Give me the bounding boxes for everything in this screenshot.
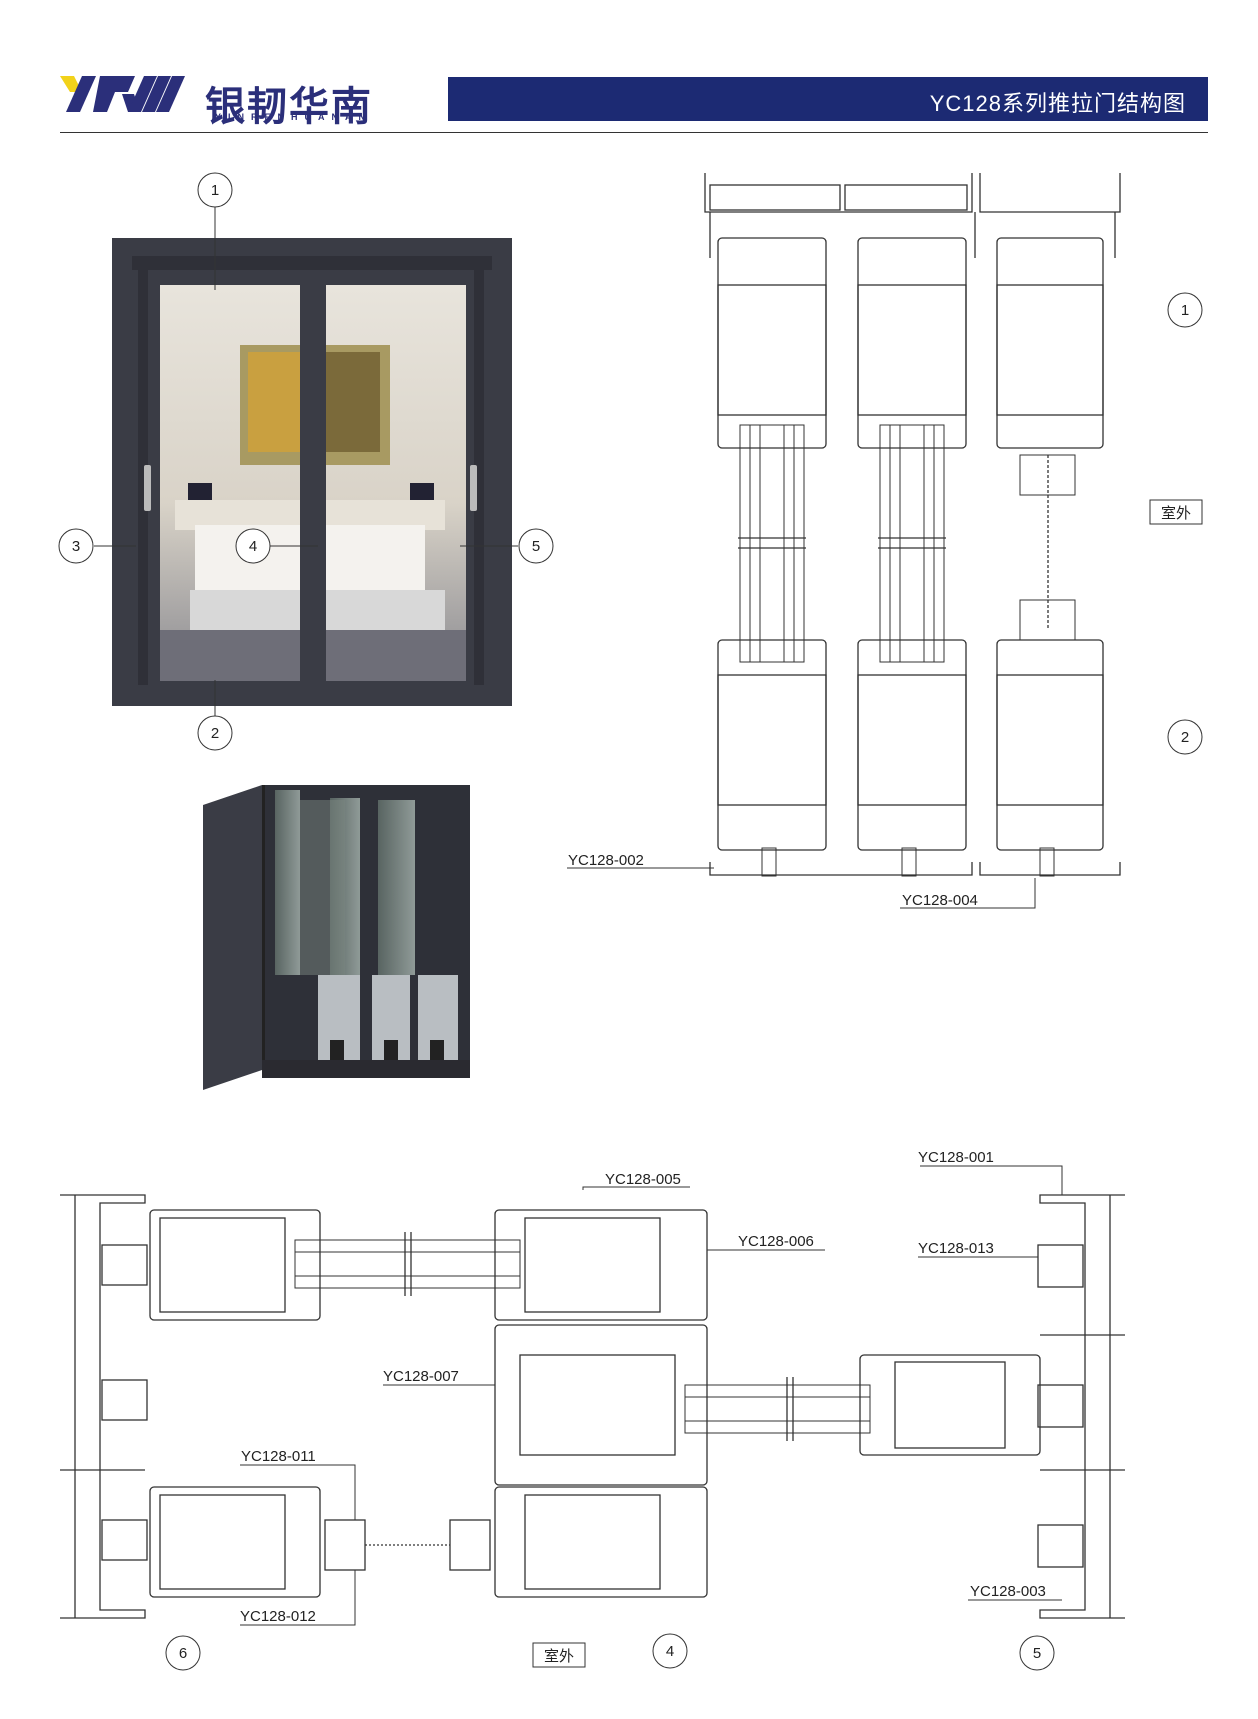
callout-2: 2 [211, 725, 219, 742]
part-label-006: YC128-006 [738, 1233, 814, 1250]
part-label-004: YC128-004 [902, 892, 978, 909]
part-label-007: YC128-007 [383, 1368, 459, 1385]
exterior-label-bottom: 室外 [544, 1648, 574, 1665]
callout-5: 5 [532, 538, 540, 555]
part-label-002: YC128-002 [568, 852, 644, 869]
door-photo [112, 238, 512, 706]
profile-render [203, 785, 470, 1090]
callout-1: 1 [211, 182, 219, 199]
part-label-013: YC128-013 [918, 1240, 994, 1257]
header-divider [60, 132, 1208, 133]
part-label-003: YC128-003 [970, 1583, 1046, 1600]
title-bar: YC128系列推拉门结构图 [448, 77, 1208, 121]
section-callout-2: 2 [1181, 729, 1189, 746]
horizontal-section [60, 1194, 1125, 1619]
part-label-011: YC128-011 [241, 1448, 316, 1465]
exterior-label: 室外 [1161, 505, 1191, 522]
photo-callouts: 1 2 3 4 5 [58, 172, 554, 751]
part-label-001: YC128-001 [918, 1149, 994, 1166]
callout-4: 4 [249, 538, 257, 555]
section-callout-1: 1 [1181, 302, 1189, 319]
vertical-labels: 1 2 室外 YC128-002 YC128-004 [567, 292, 1203, 909]
part-label-005: YC128-005 [605, 1171, 681, 1188]
brand-pinyin: YINRENHUANAN [215, 112, 373, 122]
vertical-section [704, 173, 1121, 877]
part-label-012: YC128-012 [240, 1608, 316, 1625]
brand-logo [60, 74, 440, 128]
callout-3: 3 [72, 538, 80, 555]
section-callout-6: 6 [179, 1645, 187, 1662]
section-callout-4: 4 [666, 1643, 674, 1660]
horizontal-labels: YC128-005 YC128-006 YC128-001 YC128-013 … [165, 1149, 1063, 1671]
section-callout-5: 5 [1033, 1645, 1041, 1662]
page-title: YC128系列推拉门结构图 [929, 91, 1186, 116]
brand-name: 银韧华南 [205, 85, 373, 129]
